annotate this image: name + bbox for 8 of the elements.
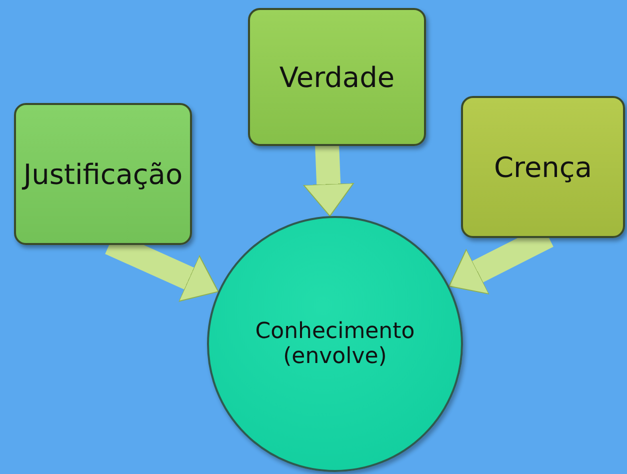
node-label: Crença	[494, 150, 592, 184]
process-box	[248, 8, 426, 146]
process-box	[14, 103, 192, 245]
arrow	[303, 144, 354, 217]
process-box	[461, 96, 625, 238]
node-label: Justificação	[23, 158, 183, 190]
node-label: Conhecimento (envolve)	[255, 319, 415, 369]
node-label: Verdade	[279, 60, 395, 94]
